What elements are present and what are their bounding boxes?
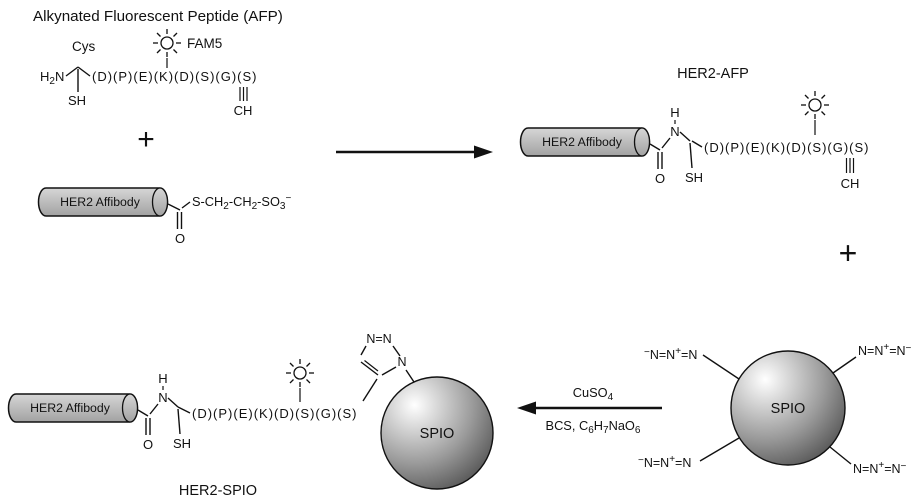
fam5-fluorophore-icon <box>801 91 829 119</box>
fam5-label: FAM5 <box>187 36 222 51</box>
her2-spio-structure: HER2 Affibody O H N SH (D)(P)(E)(K)(D)(S… <box>7 332 494 499</box>
azide-bond <box>829 446 852 465</box>
peptide-sequence: (D)(P)(E)(K)(D)(S)(G)(S) <box>92 69 258 84</box>
plus-sign-2: + <box>839 235 858 271</box>
fam5-fluorophore-icon <box>153 29 181 57</box>
her2-afp-title: HER2-AFP <box>677 66 749 82</box>
fam5-fluorophore-icon <box>286 359 314 387</box>
affibody-label: HER2 Affibody <box>60 195 141 209</box>
thioester-bonds <box>167 201 191 229</box>
triazole-ring <box>360 345 415 402</box>
plus-sign-1: + <box>137 123 155 156</box>
affibody-label: HER2 Affibody <box>542 135 623 149</box>
affibody-cylinder-rim <box>121 393 139 423</box>
triazole-nn-label: N=N <box>366 332 391 346</box>
azide-bond <box>699 437 740 462</box>
peptide-sequence: (D)(P)(E)(K)(D)(S)(G)(S) <box>192 406 358 421</box>
her2-spio-title: HER2-SPIO <box>179 483 257 499</box>
triazole-n-label: N <box>397 355 406 369</box>
cysteine-bonds <box>65 66 91 92</box>
azide-bond <box>832 356 857 374</box>
amide-h-label: H <box>158 371 167 386</box>
affibody-cylinder-rim <box>633 127 651 157</box>
h2n-group: H2N <box>40 69 64 87</box>
carbonyl-o-label: O <box>175 231 185 246</box>
azide-bond <box>702 354 740 380</box>
azide-spio-particle: SPIO −N=N+=N N=N+=N− −N=N+=N N=N+=N− <box>638 342 912 476</box>
reaction-arrow-left: CuSO4 BCS, C6H7NaO6 <box>517 385 662 436</box>
thioester-formula: S-CH2-CH2-SO3− <box>192 193 291 212</box>
affibody-label: HER2 Affibody <box>30 401 111 415</box>
alkyne-triple-bond <box>239 87 248 101</box>
cys-label: Cys <box>72 39 95 54</box>
thiol-label: SH <box>173 436 191 451</box>
spio-label: SPIO <box>420 426 455 442</box>
alkyne-ch-label: CH <box>841 176 860 191</box>
thiol-label: SH <box>68 93 86 108</box>
catalyst-label: CuSO4 <box>573 385 614 403</box>
reaction-arrow-right <box>336 145 493 159</box>
carbonyl-o-label: O <box>143 437 153 452</box>
scheme-title: Alkynated Fluorescent Peptide (AFP) <box>33 8 283 25</box>
carbonyl-o-label: O <box>655 171 665 186</box>
arrowhead-left <box>517 401 536 415</box>
azide-group-top-left: −N=N+=N <box>644 346 697 362</box>
alkyne-triple-bond <box>845 158 855 173</box>
amide-h-label: H <box>670 105 679 120</box>
alkyne-ch-label: CH <box>234 103 253 118</box>
thiol-label: SH <box>685 170 703 185</box>
afp-structure: Cys FAM5 H2N SH (D)(P)(E)(K)(D)(S)(G)(S) <box>40 29 258 118</box>
amide-linkage-bonds <box>137 386 191 435</box>
arrowhead-right <box>474 145 493 159</box>
azide-group-top-right: N=N+=N− <box>858 342 912 358</box>
amide-linkage-bonds <box>649 120 703 169</box>
peptide-sequence: (D)(P)(E)(K)(D)(S)(G)(S) <box>704 140 870 155</box>
amide-n-label: N <box>158 390 167 405</box>
spio-sphere <box>730 350 846 466</box>
reagents-label: BCS, C6H7NaO6 <box>546 418 641 436</box>
her2-afp-structure: HER2-AFP HER2 Affibody O H N SH (D)(P)(E… <box>519 66 870 191</box>
azide-group-bottom-left: −N=N+=N <box>638 454 691 470</box>
spio-sphere <box>380 376 494 490</box>
spio-label: SPIO <box>771 401 806 417</box>
affibody-thioester-reagent: HER2 Affibody O S-CH2-CH2-SO3− <box>37 187 291 246</box>
amide-n-label: N <box>670 124 679 139</box>
affibody-cylinder-rim <box>151 187 169 217</box>
azide-group-bottom-right: N=N+=N− <box>853 460 907 476</box>
